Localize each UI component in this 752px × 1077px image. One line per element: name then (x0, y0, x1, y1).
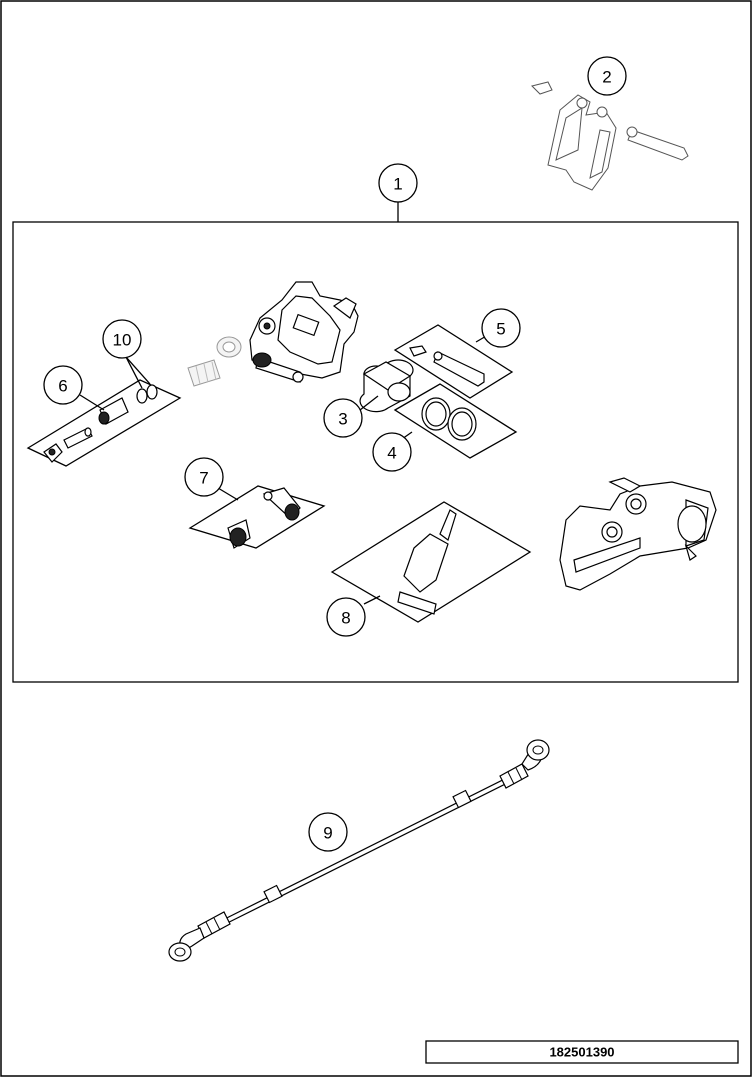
callout-5-label: 5 (496, 320, 505, 339)
bleeder-kit-part (26, 379, 182, 467)
piston-part (359, 359, 414, 413)
callout-1-label: 1 (393, 175, 402, 194)
callout-1: 1 (378, 163, 418, 203)
callout-2: 2 (587, 56, 627, 96)
seal-ring-kit-part (393, 383, 518, 459)
o-ring-part (136, 384, 158, 404)
pin-clip-kit-part (393, 324, 514, 399)
reference-number-box: 182501390 (425, 1040, 739, 1064)
callout-10-label: 10 (113, 331, 132, 350)
callout-7: 7 (184, 457, 224, 497)
sleeve-kit-part (188, 485, 326, 549)
reference-number: 182501390 (549, 1045, 614, 1060)
callout-3: 3 (323, 398, 363, 438)
callout-5: 5 (481, 308, 521, 348)
brake-line-part (168, 739, 550, 962)
callout-8: 8 (326, 597, 366, 637)
brake-caliper-part (249, 281, 359, 383)
assembly-box (12, 221, 739, 683)
callout-8-label: 8 (341, 609, 350, 628)
callout-4-label: 4 (387, 444, 396, 463)
caliper-bracket-part (559, 477, 717, 591)
callout-3-label: 3 (338, 410, 347, 429)
callout-6: 6 (43, 365, 83, 405)
banjo-fitting-faint (187, 336, 242, 387)
callout-7-label: 7 (199, 469, 208, 488)
callout-6-label: 6 (58, 377, 67, 396)
callout-4: 4 (372, 432, 412, 472)
brake-pad-set-part (531, 81, 689, 191)
callout-9: 9 (308, 812, 348, 852)
callout-2-label: 2 (602, 68, 611, 87)
callout-10: 10 (102, 319, 142, 359)
guide-plate-kit-part (330, 501, 532, 623)
callout-9-label: 9 (323, 824, 332, 843)
